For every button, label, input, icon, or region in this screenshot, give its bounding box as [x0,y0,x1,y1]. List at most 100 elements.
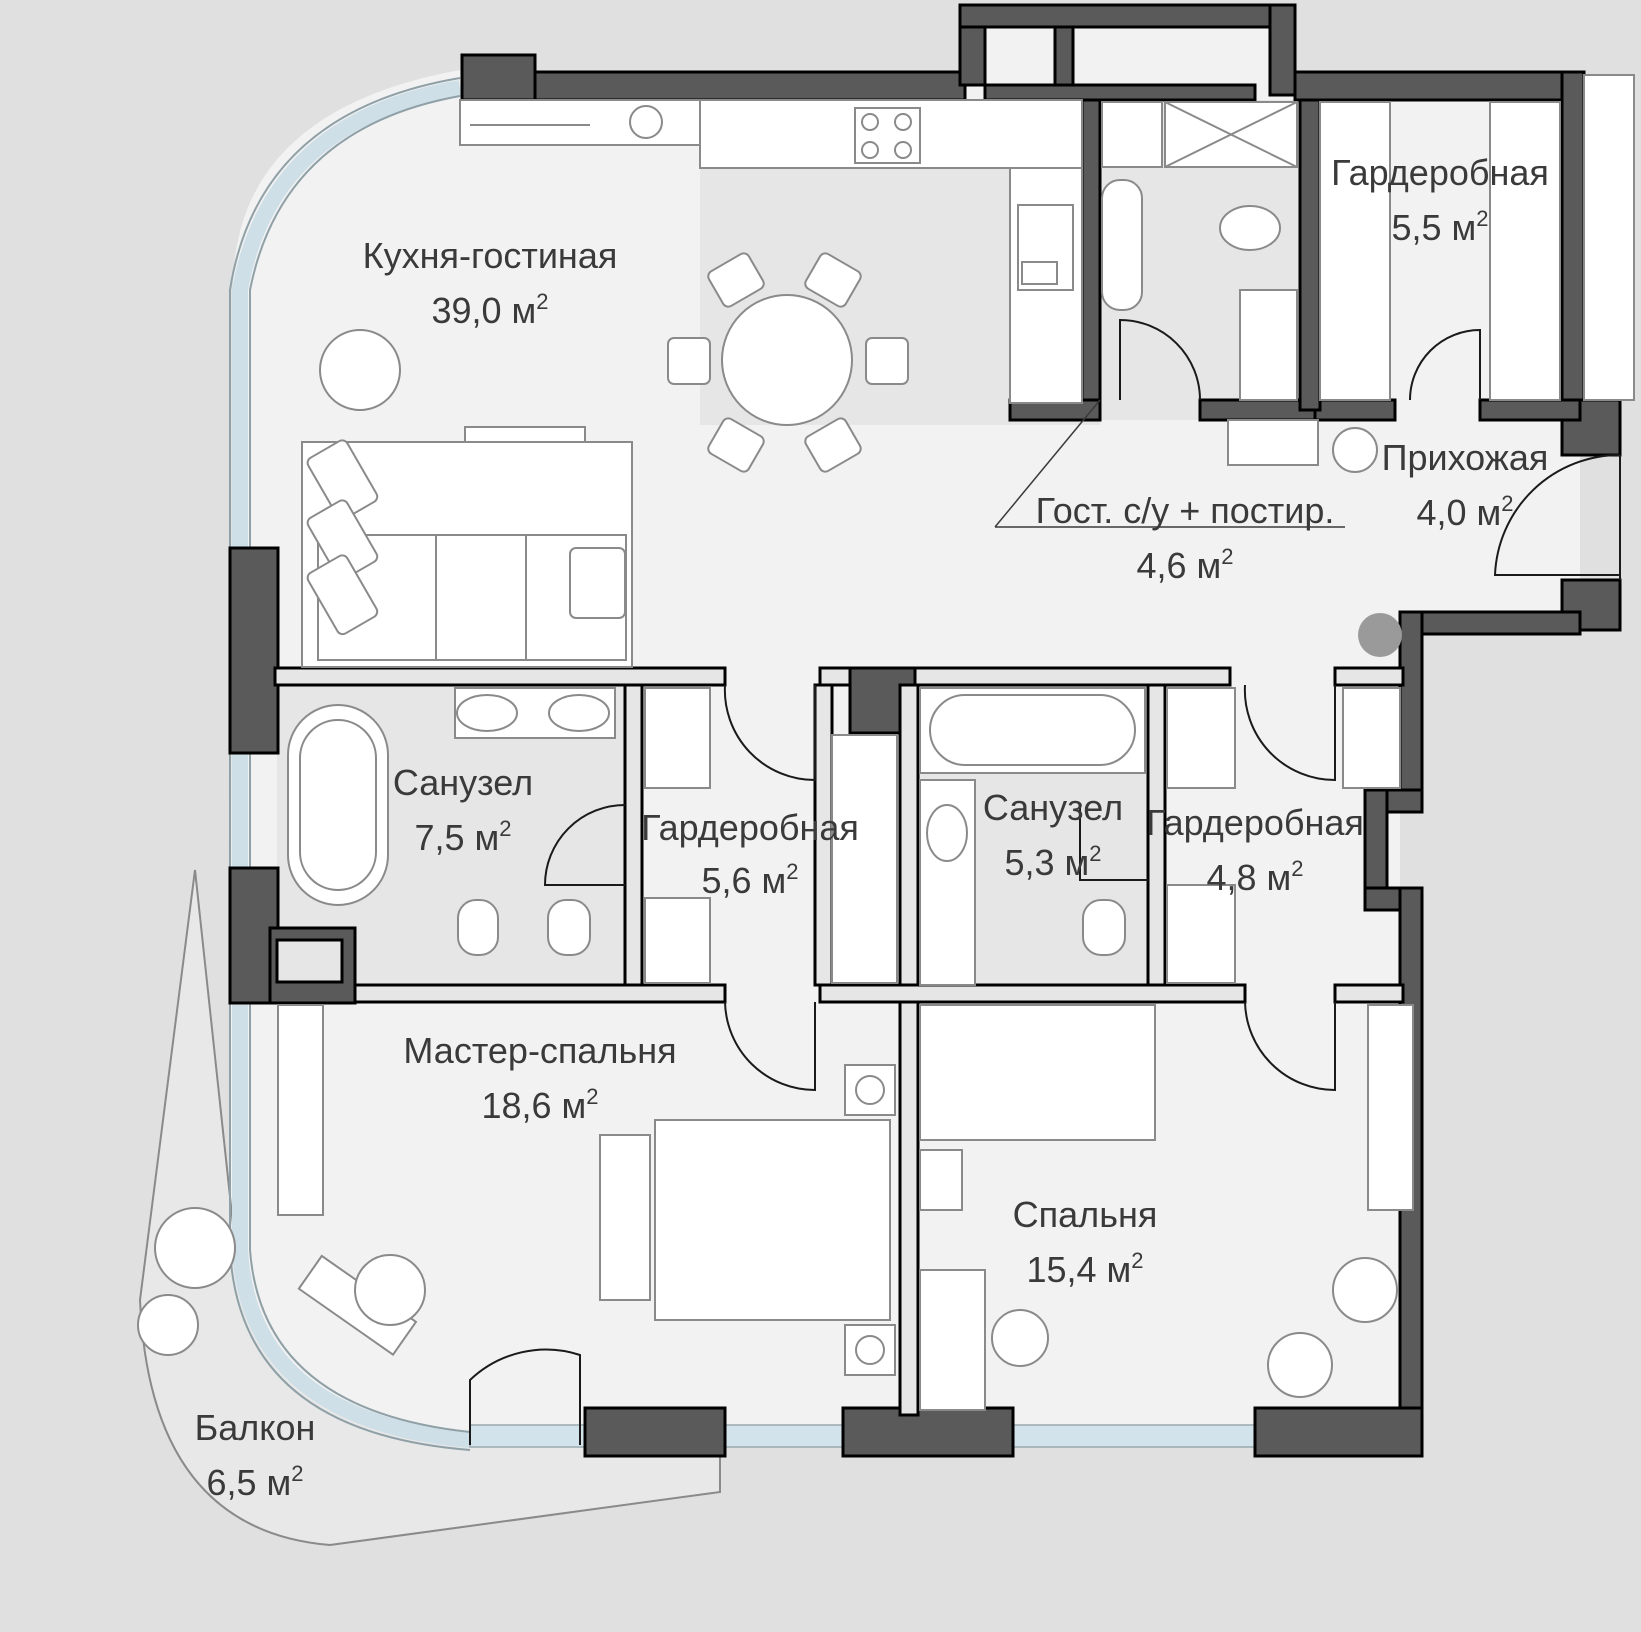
svg-text:Балкон: Балкон [195,1407,316,1448]
label-guest-wc: Гост. с/у + постир. 4,6 м2 [1036,490,1335,586]
svg-text:Гардеробная: Гардеробная [1146,802,1364,843]
sink-2 [919,779,976,986]
hall-bench [1227,419,1319,466]
wardrobe-master-shelf-c [831,734,898,984]
wall-north-niche-bottom-a [983,83,1257,102]
wardrobe-2-shelf-c [1342,687,1401,789]
door-bath-2 [1079,805,1148,881]
label-wardrobe-top: Гардеробная 5,5 м2 [1331,152,1549,248]
kitchen-sink [1017,204,1074,291]
desk-2 [919,1269,986,1411]
wall-north-niche-mid [1053,25,1075,87]
wardrobe-master-shelf-b [644,897,711,984]
wall-east-1 [1560,70,1586,404]
door-guest-wc [1119,318,1201,401]
door-wardrobe-2 [1243,684,1336,782]
label-balcony: Балкон 6,5 м2 [195,1407,316,1503]
bed-2 [919,1004,1156,1141]
plant-hallway-icon [1358,613,1402,657]
label-master-bedroom: Мастер-спальня 18,6 м2 [403,1030,676,1126]
wall-int-h4 [353,983,727,1004]
wall-west-1 [228,546,280,755]
svg-text:15,4 м2: 15,4 м2 [1026,1248,1143,1290]
svg-text:Санузел: Санузел [393,762,533,803]
dining-chair-3 [667,337,711,385]
bathtub-2 [919,687,1146,774]
glazing-west [232,80,471,1448]
svg-text:Мастер-спальня: Мастер-спальня [403,1030,676,1071]
svg-text:5,5 м2: 5,5 м2 [1391,206,1488,248]
east-niche [1583,74,1635,401]
label-kitchen-living: Кухня-гостиная 39,0 м2 [363,235,618,331]
svg-text:7,5 м2: 7,5 м2 [414,816,511,858]
office-chair [991,1309,1049,1367]
dining-chair-1 [707,252,765,308]
balcony-chair-2 [137,1294,199,1356]
wall-south-3 [1253,1406,1424,1458]
sofa-pillow [569,547,626,619]
toilet-2 [1082,899,1126,956]
door-bedroom-2 [1244,1001,1336,1092]
door-master-bath [543,804,626,886]
svg-text:5,3 м2: 5,3 м2 [1004,841,1101,883]
wall-int-ward-bottom-1 [1313,398,1397,422]
plant-pot-icon [629,105,663,139]
bidet [457,899,499,956]
glazing-south-3 [469,1424,586,1448]
hall-stool [1332,427,1378,473]
label-wardrobe-2: Гардеробная 4,8 м2 [1146,802,1364,898]
nightstand-2 [844,1324,896,1376]
wall-south-1 [583,1406,727,1458]
sofa-cushion-3 [306,554,379,636]
wall-north-1 [533,70,967,102]
wall-int-wc-bottom-2 [1198,398,1317,422]
wall-north-niche-top [958,3,1297,29]
wall-int-h1 [273,666,727,687]
wall-east-4 [1398,610,1582,636]
svg-text:5,6 м2: 5,6 м2 [701,859,798,901]
svg-text:Кухня-гостиная: Кухня-гостиная [363,235,618,276]
wardrobe-2-shelf-a [1166,687,1236,789]
svg-text:Прихожая: Прихожая [1382,437,1549,478]
door-wardrobe-master [723,684,816,782]
shelf-top-left [459,99,701,146]
door-entrance[interactable] [1493,453,1621,580]
armchair-2a [1332,1257,1398,1323]
wall-int-v3 [898,683,920,1417]
svg-text:4,8 м2: 4,8 м2 [1206,856,1303,898]
wardrobe-top-left-shelf [1319,101,1391,401]
svg-text:Гардеробная: Гардеробная [1331,152,1549,193]
label-leader [994,399,1101,528]
svg-text:Спальня: Спальня [1013,1194,1158,1235]
plant-icon [319,329,401,411]
ironing-board [1101,179,1143,311]
label-hallway: Прихожая 4,0 м2 [1382,437,1549,533]
wall-east-5 [1398,610,1424,799]
wall-int-h3 [1333,666,1405,687]
glazing-south-1 [719,1424,846,1448]
dining-chair-4 [865,337,909,385]
wall-int-ward-bottom-2 [1478,398,1582,422]
wall-int-wc-left [1080,98,1102,407]
master-bed [654,1119,891,1321]
svg-text:4,6 м2: 4,6 м2 [1136,544,1233,586]
balcony-chair-1 [154,1207,236,1289]
wardrobe-top-right-shelf [1489,101,1561,401]
svg-text:Санузел: Санузел [983,787,1123,828]
svg-text:4,0 м2: 4,0 м2 [1416,491,1513,533]
svg-text:18,6 м2: 18,6 м2 [481,1084,598,1126]
wardrobe-master-shelf-a [644,687,711,789]
dining-chair-6 [804,417,862,473]
shaft-west [275,938,344,984]
svg-text:6,5 м2: 6,5 м2 [206,1461,303,1503]
toilet-master [547,899,591,956]
svg-text:Гост. с/у + постир.: Гост. с/у + постир. [1036,490,1335,531]
door-wardrobe-top [1409,328,1481,401]
dining-chair-5 [707,417,765,473]
washer [1101,101,1163,168]
sink-guest [1239,289,1298,401]
wall-int-v1 [623,683,644,987]
wardrobe-2-shelf-b [1166,884,1236,984]
nightstand-1 [844,1064,896,1116]
